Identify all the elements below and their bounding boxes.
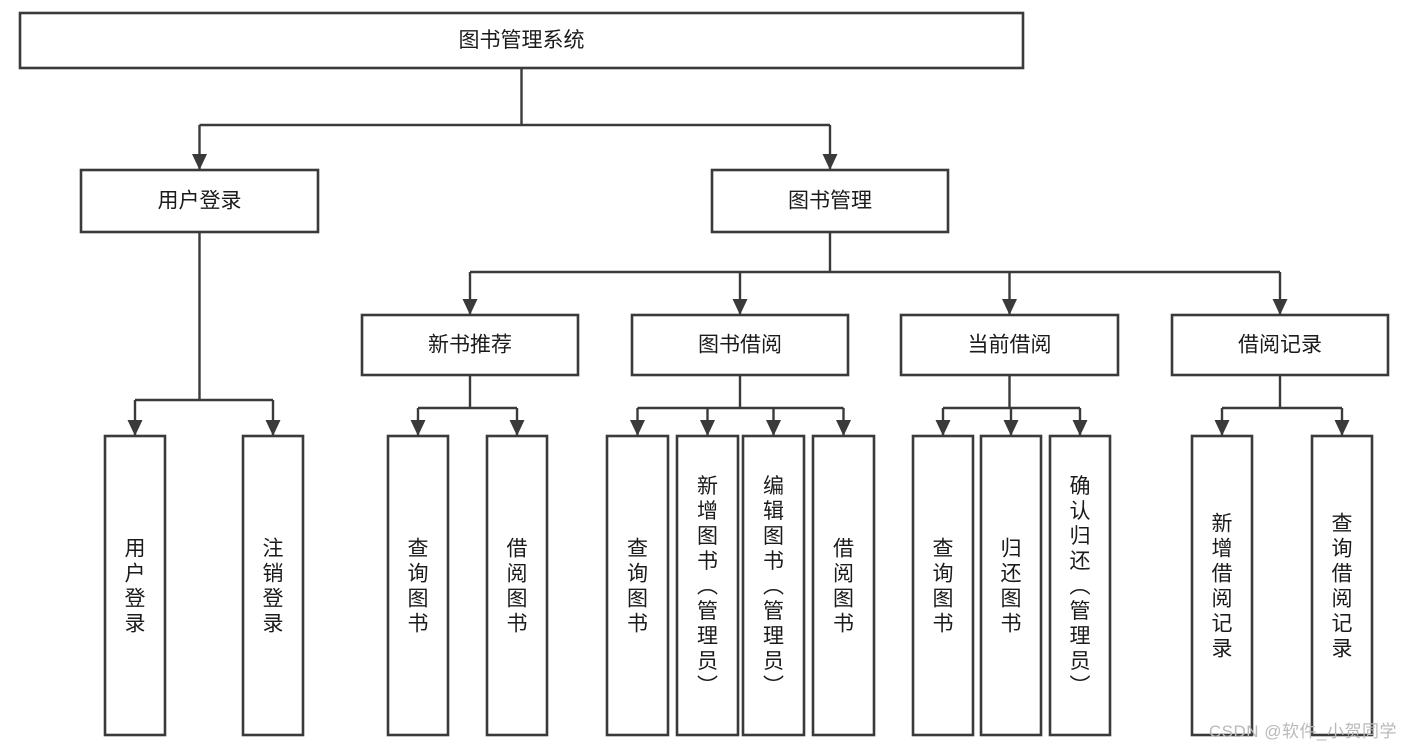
leaf-node[interactable]: 归还图书 — [979, 434, 1043, 737]
node-label-leaf-confirm-return: 确认归还︵管理员︶ — [1070, 475, 1091, 698]
node-box-new-book-rec[interactable] — [360, 313, 580, 377]
node-box-leaf-borrow-book-1[interactable] — [485, 434, 549, 737]
node-box-leaf-user-login[interactable] — [103, 434, 167, 737]
node-label-book-borrow: 图书借阅 — [698, 334, 782, 357]
leaf-node[interactable]: 确认归还︵管理员︶ — [1048, 434, 1112, 737]
node-box-leaf-add-record[interactable] — [1190, 434, 1254, 737]
node-label-leaf-borrow-book-1: 借阅图书 — [507, 538, 528, 636]
node-box-book-manage[interactable] — [710, 168, 950, 234]
node-label-leaf-query-book-1: 查询图书 — [408, 538, 429, 636]
root-node[interactable]: 图书管理系统 — [18, 11, 1025, 70]
node-box-leaf-query-record[interactable] — [1310, 434, 1374, 737]
arrow-head-icon — [836, 420, 851, 436]
node-box-leaf-query-book-3[interactable] — [911, 434, 975, 737]
node-label-leaf-user-login: 用户登录 — [125, 538, 146, 636]
arrow-head-icon — [935, 420, 951, 436]
arrow-head-icon — [410, 420, 426, 436]
node-box-leaf-query-book-2[interactable] — [605, 434, 670, 737]
node-box-leaf-add-book[interactable] — [675, 434, 740, 737]
leaf-node[interactable]: 查询借阅记录 — [1310, 434, 1374, 737]
arrow-head-icon — [1072, 420, 1088, 436]
arrow-head-icon — [1214, 420, 1230, 436]
leaf-node[interactable]: 新增图书︵管理员︶ — [675, 434, 740, 737]
leaf-node[interactable]: 用户登录 — [103, 434, 167, 737]
arrow-head-icon — [1272, 299, 1288, 315]
arrow-head-icon — [127, 420, 143, 436]
node-box-borrow-record[interactable] — [1170, 313, 1390, 377]
node-box-root[interactable] — [18, 11, 1025, 70]
level3-node[interactable]: 新书推荐 — [360, 313, 580, 377]
node-label-root: 图书管理系统 — [459, 29, 585, 52]
node-label-user-login: 用户登录 — [158, 190, 242, 213]
arrow-head-icon — [700, 420, 715, 436]
arrow-head-icon — [1002, 299, 1017, 315]
leaf-node[interactable]: 编辑图书︵管理员︶ — [741, 434, 806, 737]
node-label-leaf-add-book: 新增图书︵管理员︶ — [697, 475, 718, 698]
node-box-current-borrow[interactable] — [899, 313, 1120, 377]
node-label-leaf-borrow-book-2: 借阅图书 — [833, 538, 854, 636]
boxes-layer: 图书管理系统用户登录图书管理新书推荐图书借阅当前借阅借阅记录用户登录注销登录查询… — [18, 11, 1390, 737]
leaf-node[interactable]: 借阅图书 — [485, 434, 549, 737]
node-label-leaf-user-logout: 注销登录 — [263, 538, 284, 636]
node-label-current-borrow: 当前借阅 — [968, 334, 1052, 357]
arrow-head-icon — [265, 420, 281, 436]
node-box-leaf-confirm-return[interactable] — [1048, 434, 1112, 737]
node-box-user-login[interactable] — [79, 168, 320, 234]
level3-node[interactable]: 图书借阅 — [630, 313, 850, 377]
node-label-leaf-return-book: 归还图书 — [1001, 538, 1022, 636]
leaf-node[interactable]: 注销登录 — [241, 434, 305, 737]
leaf-node[interactable]: 查询图书 — [911, 434, 975, 737]
node-label-book-manage: 图书管理 — [788, 190, 872, 213]
arrow-head-icon — [1334, 420, 1350, 436]
arrow-head-icon — [766, 420, 781, 436]
level3-node[interactable]: 借阅记录 — [1170, 313, 1390, 377]
arrow-head-icon — [462, 299, 478, 315]
arrow-head-icon — [630, 420, 645, 436]
node-label-leaf-query-book-3: 查询图书 — [933, 538, 954, 636]
node-box-leaf-user-logout[interactable] — [241, 434, 305, 737]
leaf-node[interactable]: 查询图书 — [605, 434, 670, 737]
leaf-node[interactable]: 新增借阅记录 — [1190, 434, 1254, 737]
node-box-leaf-edit-book[interactable] — [741, 434, 806, 737]
node-box-leaf-query-book-1[interactable] — [386, 434, 450, 737]
arrow-head-icon — [1003, 420, 1019, 436]
leaf-node[interactable]: 查询图书 — [386, 434, 450, 737]
node-label-leaf-add-record: 新增借阅记录 — [1212, 513, 1233, 661]
node-label-borrow-record: 借阅记录 — [1238, 334, 1322, 357]
node-box-leaf-borrow-book-2[interactable] — [811, 434, 876, 737]
node-label-leaf-edit-book: 编辑图书︵管理员︶ — [763, 475, 784, 698]
connectors-layer — [127, 68, 1350, 436]
arrow-head-icon — [732, 299, 748, 315]
node-label-new-book-rec: 新书推荐 — [428, 334, 512, 357]
level2-node[interactable]: 用户登录 — [79, 168, 320, 234]
node-box-book-borrow[interactable] — [630, 313, 850, 377]
node-label-leaf-query-book-2: 查询图书 — [627, 538, 648, 636]
arrow-head-icon — [822, 154, 838, 170]
node-box-leaf-return-book[interactable] — [979, 434, 1043, 737]
arrow-head-icon — [509, 420, 525, 436]
level2-node[interactable]: 图书管理 — [710, 168, 950, 234]
level3-node[interactable]: 当前借阅 — [899, 313, 1120, 377]
node-label-leaf-query-record: 查询借阅记录 — [1332, 513, 1353, 661]
leaf-node[interactable]: 借阅图书 — [811, 434, 876, 737]
arrow-head-icon — [192, 154, 207, 170]
